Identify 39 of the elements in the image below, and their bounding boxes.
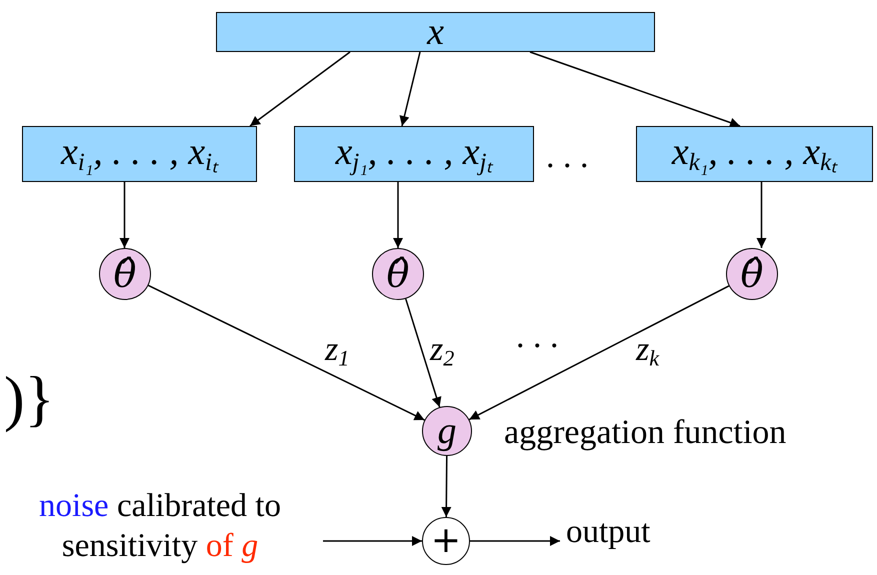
arrow <box>393 182 403 248</box>
arrow <box>468 285 730 420</box>
ellipsis: . . . <box>546 140 588 174</box>
math-label: x$_{j₁}$, . . . , x$_{jₜ}$ <box>335 132 493 176</box>
edge-label: z$_{2}$ <box>430 333 454 370</box>
data-box <box>294 126 534 182</box>
arrow <box>530 51 740 128</box>
data-box <box>636 126 873 182</box>
estimator-circle <box>372 248 424 300</box>
estimator-circle <box>99 248 151 300</box>
edge-label: z$_{k}$ <box>636 333 660 370</box>
estimator-circle <box>422 406 472 456</box>
arrow <box>148 284 425 421</box>
symbol-label: g <box>438 412 456 450</box>
symbol-label: θ̂ <box>114 255 136 293</box>
ellipsis: . . . <box>516 320 558 354</box>
caption-text: aggregation function <box>504 416 786 450</box>
arrow <box>120 182 130 248</box>
math-label: x$_{i₁}$, . . . , x$_{iₜ}$ <box>60 132 218 176</box>
arrow <box>756 182 766 248</box>
edge-label: z$_{1}$ <box>325 333 350 370</box>
math-label: x$_{k₁}$, . . . , x$_{kₜ}$ <box>672 132 838 176</box>
data-box <box>216 12 655 52</box>
sum-circle <box>422 517 470 565</box>
arrow <box>405 298 442 408</box>
symbol-label: θ̂ <box>740 255 764 293</box>
arrow <box>400 52 421 126</box>
symbol-label: θ̂ <box>386 255 410 293</box>
symbol-label: + <box>430 523 462 559</box>
arrow <box>323 536 422 546</box>
annotation-text: noise calibrated to sensitivity of g <box>38 487 282 566</box>
estimator-circle <box>726 248 778 300</box>
annotation-text: output <box>566 516 650 548</box>
data-box <box>22 126 257 182</box>
arrow <box>250 51 350 127</box>
math-label: x <box>427 13 444 51</box>
bracket-fragment: )} <box>4 368 54 430</box>
arrow <box>470 536 560 546</box>
arrow <box>441 456 452 517</box>
